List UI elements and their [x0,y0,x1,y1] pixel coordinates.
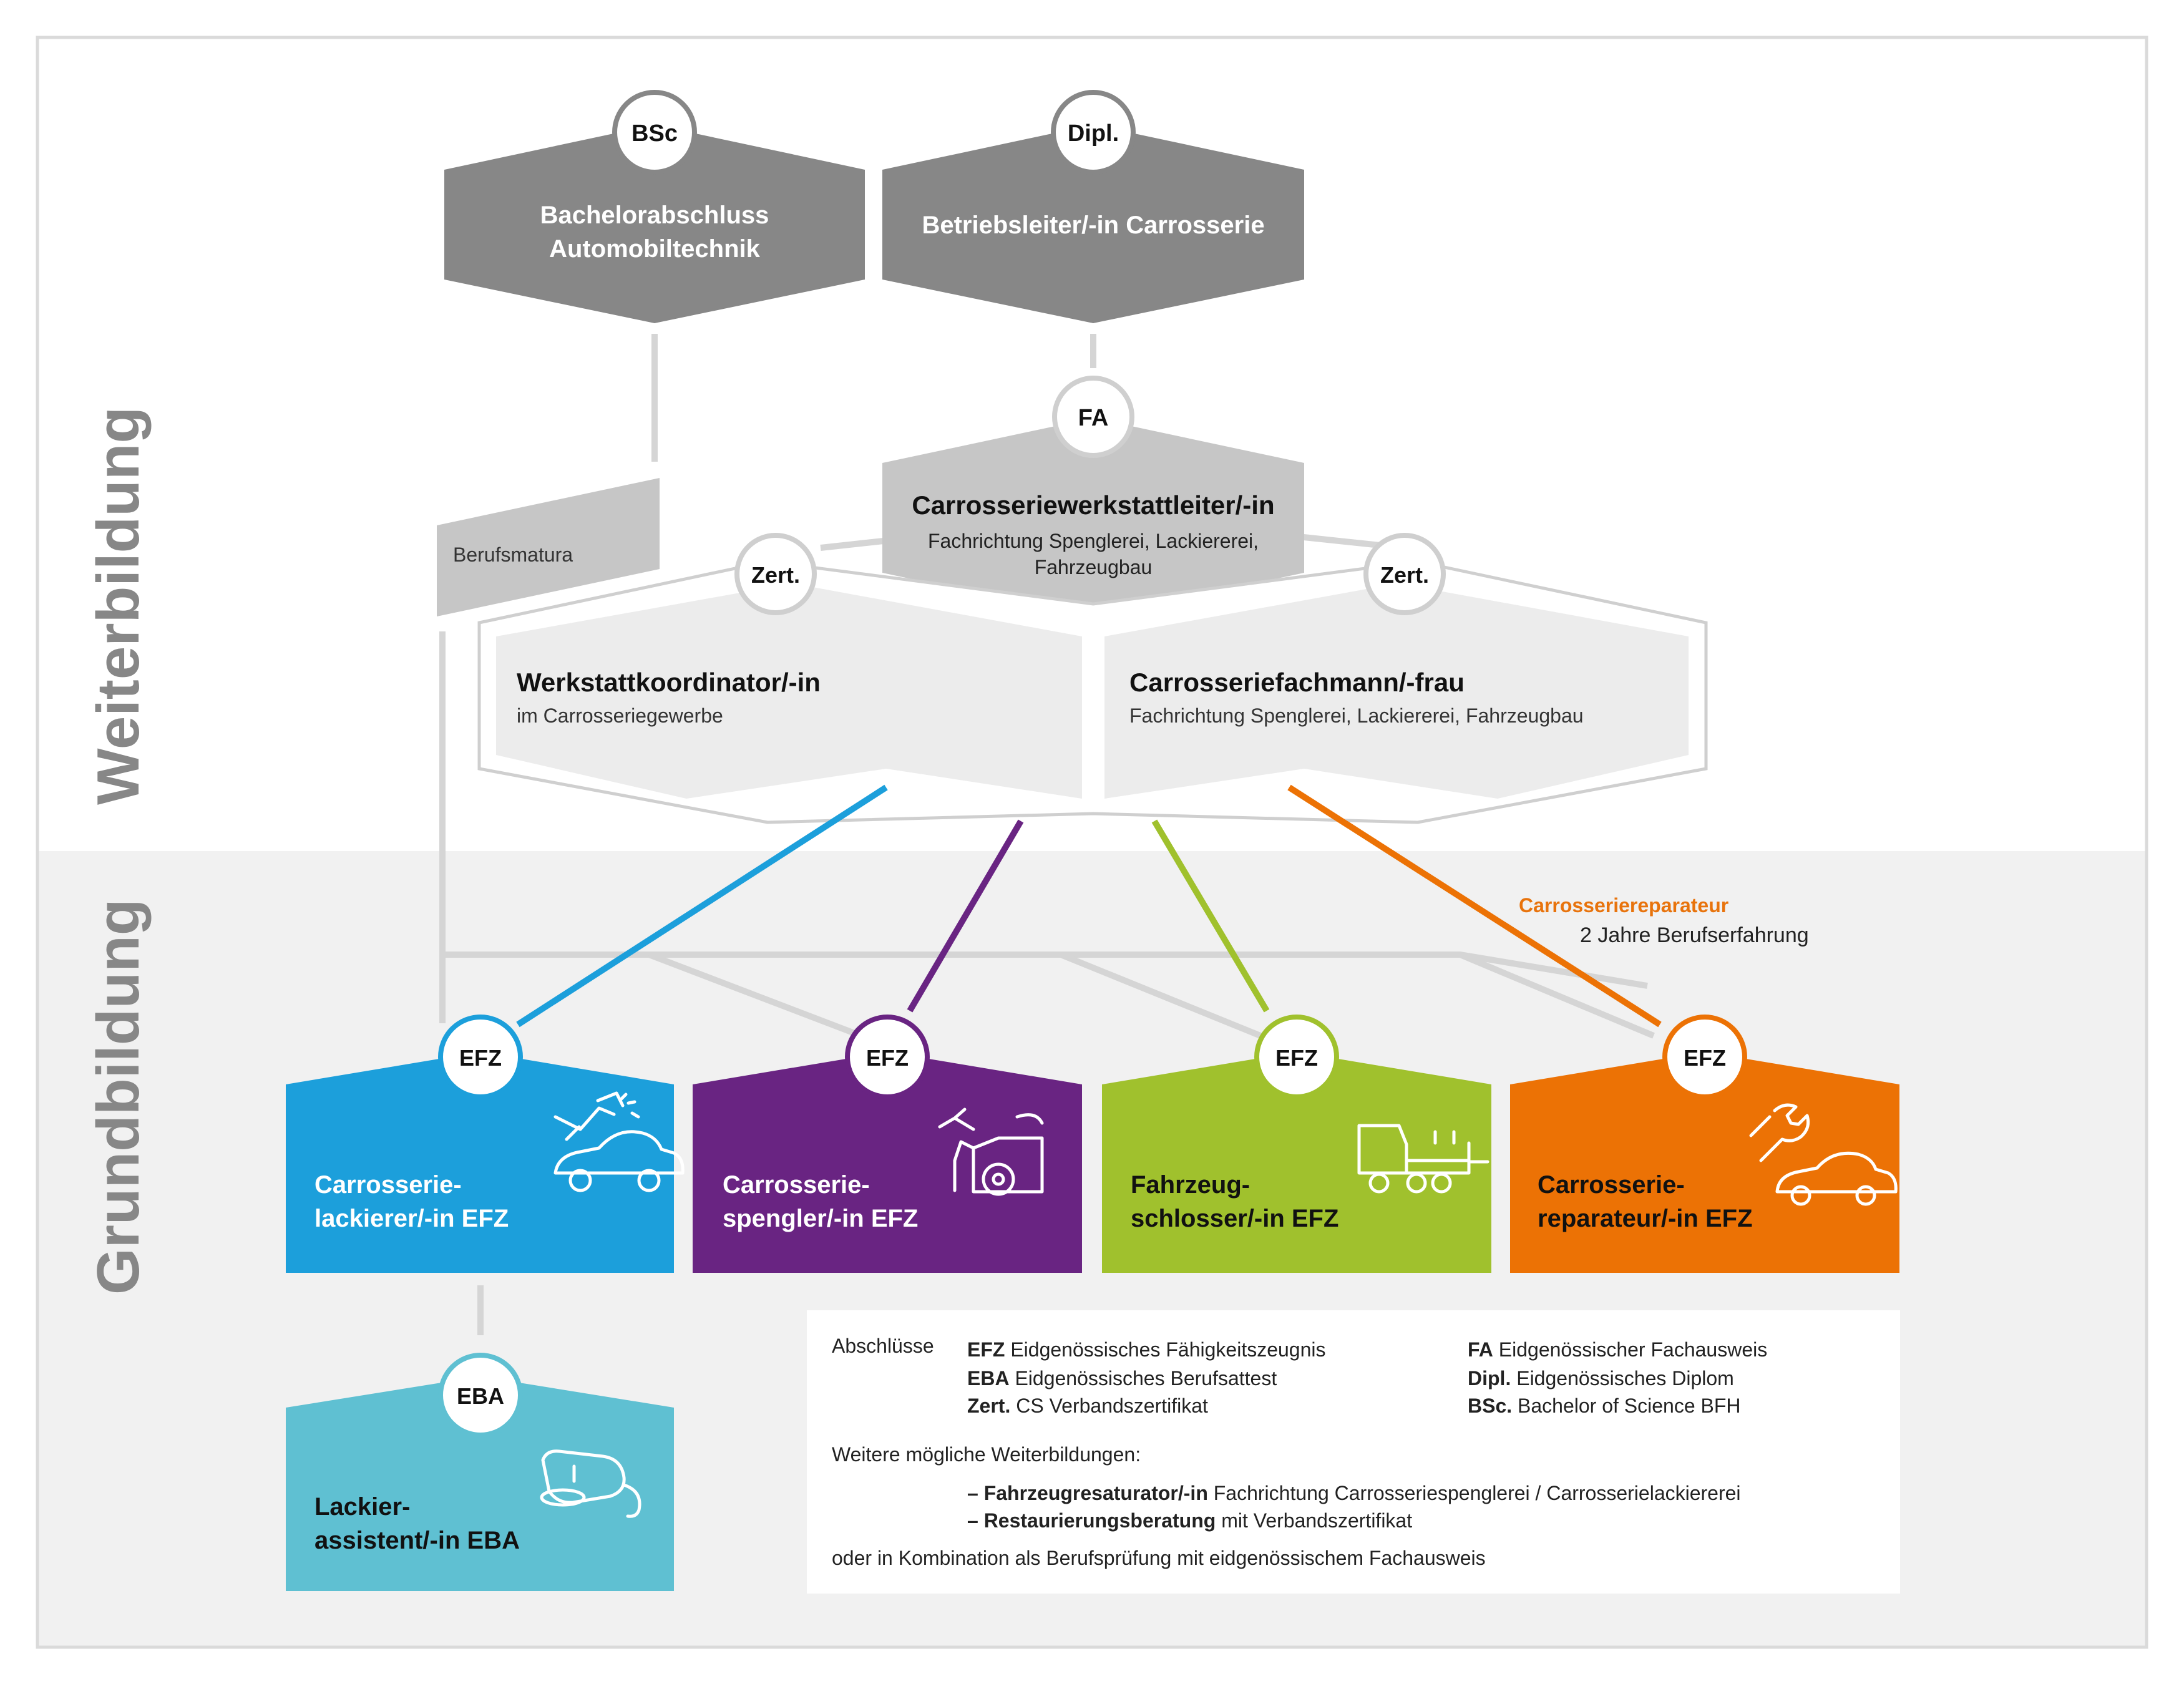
efz-box-spengler [693,1052,1082,1273]
legend-efz: EFZ Eidgenössisches Fähigkeitszeugnis [967,1338,1326,1361]
weiterbildung-label: Weiterbildung [85,407,152,805]
efz-3-line1: Fahrzeug- [1131,1171,1250,1199]
legend-zert: Zert. CS Verbandszertifikat [967,1395,1208,1417]
legend-heading: Abschlüsse [832,1335,934,1357]
efz-box-reparateur [1510,1052,1899,1273]
efz-4-line2: reparateur/-in EFZ [1538,1205,1753,1232]
legend-dipl: Dipl. Eidgenössisches Diplom [1468,1367,1734,1390]
fa-title: Carrosseriewerkstattleiter/-in [912,490,1274,520]
truck-icon [1357,1124,1489,1194]
bsc-title-2: Automobiltechnik [549,235,761,263]
zert-left-box [496,583,1082,799]
svg-text:EBA: EBA [457,1383,504,1409]
zert-right-sub: Fachrichtung Spenglerei, Lackiererei, Fa… [1129,704,1584,727]
zert-left-title: Werkstattkoordinator/-in [517,668,821,697]
reparateur-note-sub: 2 Jahre Berufserfahrung [1580,923,1809,947]
fa-sub-2: Fahrzeugbau [1035,556,1153,578]
efz-1-line2: lackierer/-in EFZ [314,1205,509,1232]
eba-line2: assistent/-in EBA [314,1527,520,1554]
berufsmatura-box [437,478,660,616]
bsc-title-1: Bachelorabschluss [540,202,769,229]
legend-fa: FA Eidgenössischer Fachausweis [1468,1338,1767,1361]
car-bodywork-icon [938,1107,1044,1196]
bsc-box [444,125,865,323]
legend-box [807,1310,1900,1594]
dipl-title: Betriebsleiter/-in Carrosserie [922,212,1264,239]
badge-zert-left: Zert. [734,533,817,615]
legend-eba: EBA Eidgenössisches Berufsattest [967,1367,1277,1390]
fa-box [882,418,1304,618]
badge-fa: FA [1052,376,1134,458]
purple-connector [907,819,1024,1013]
svg-text:Dipl.: Dipl. [1068,120,1119,147]
legend-further-2: – Restaurierungsberatung mit Verbandszer… [967,1509,1412,1532]
efz-1-line1: Carrosserie- [314,1171,462,1199]
efz-box-fahrzeugschlosser [1102,1052,1491,1273]
efz-2-line2: spengler/-in EFZ [723,1205,918,1232]
badge-bsc: BSc [612,90,697,175]
badge-efz-4: EFZ [1662,1015,1747,1099]
svg-text:Zert.: Zert. [751,562,800,588]
grundbildung-label: Grundbildung [85,899,152,1295]
svg-text:FA: FA [1078,405,1109,431]
badge-dipl: Dipl. [1051,90,1136,175]
eba-box [286,1376,674,1591]
outer-frame [36,36,2148,1649]
efz-box-lackierer [286,1052,674,1273]
reparateur-note-title: Carrosseriereparateur [1519,894,1728,917]
efz-2-line1: Carrosserie- [723,1171,870,1199]
eba-line1: Lackier- [314,1493,410,1521]
orange-connector [1287,784,1662,1028]
legend-further-heading: Weitere mögliche Weiterbildungen: [832,1443,1141,1466]
zert-left-sub: im Carrosseriegewerbe [517,704,723,727]
svg-text:EFZ: EFZ [1275,1045,1318,1071]
svg-text:EFZ: EFZ [1684,1045,1726,1071]
blue-connector [516,784,888,1028]
svg-text:EFZ: EFZ [459,1045,502,1071]
dipl-box [882,125,1304,323]
legend-footer: oder in Kombination als Berufsprüfung mi… [832,1547,1486,1569]
polisher-icon [540,1449,641,1518]
badge-efz-1: EFZ [438,1015,523,1099]
fa-sub-1: Fachrichtung Spenglerei, Lackiererei, [928,530,1259,552]
svg-text:EFZ: EFZ [866,1045,909,1071]
gray-connectors [439,334,1655,1335]
legend-bsc: BSc. Bachelor of Science BFH [1468,1395,1741,1417]
wrench-car-icon [1749,1103,1898,1206]
zert-right-box [1104,583,1689,799]
badge-eba: EBA [438,1353,523,1438]
legend-further-1: – Fahrzeugresaturator/-in Fachrichtung C… [967,1482,1741,1504]
zert-right-title: Carrosseriefachmann/-frau [1129,668,1465,697]
svg-text:Zert.: Zert. [1380,562,1429,588]
badge-efz-3: EFZ [1254,1015,1339,1099]
green-connector [1151,819,1270,1013]
badge-efz-2: EFZ [845,1015,930,1099]
efz-3-line2: schlosser/-in EFZ [1131,1205,1338,1232]
badge-zert-right: Zert. [1363,533,1446,615]
svg-text:BSc: BSc [631,120,678,147]
efz-4-line1: Carrosserie- [1538,1171,1685,1199]
berufsmatura-label: Berufsmatura [453,543,573,566]
car-painting-icon [553,1091,685,1192]
